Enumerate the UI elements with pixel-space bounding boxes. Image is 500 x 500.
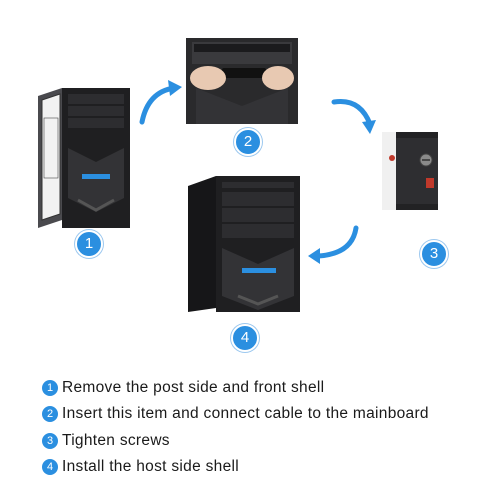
step-badge-1: 1 (75, 230, 103, 258)
step3-tighten-screws-image (382, 132, 438, 210)
step-text-3: Tighten screws (62, 432, 170, 449)
step-text-2: Insert this item and connect cable to th… (62, 405, 429, 422)
step-text-4: Install the host side shell (62, 458, 239, 475)
arrow-3-to-4 (308, 225, 359, 264)
step1-open-case-image (38, 88, 130, 228)
step-number-3: 3 (42, 433, 58, 449)
step-number-2: 2 (42, 406, 58, 422)
step-number-4: 4 (42, 459, 58, 475)
step-item-3: 3 Tighten screws (42, 431, 170, 451)
arrow-2-to-3 (331, 98, 376, 134)
step-badge-3: 3 (420, 240, 448, 268)
step-badge-2: 2 (234, 128, 262, 156)
step-item-4: 4 Install the host side shell (42, 457, 239, 477)
step-badge-4: 4 (231, 324, 259, 352)
step-item-2: 2 Insert this item and connect cable to … (42, 404, 429, 424)
step-item-1: 1 Remove the post side and front shell (42, 378, 324, 398)
arrow-1-to-2 (139, 80, 182, 125)
step4-closed-case-image (188, 172, 300, 312)
step-text-1: Remove the post side and front shell (62, 379, 325, 396)
step-number-1: 1 (42, 380, 58, 396)
step2-insert-item-image (186, 38, 298, 124)
